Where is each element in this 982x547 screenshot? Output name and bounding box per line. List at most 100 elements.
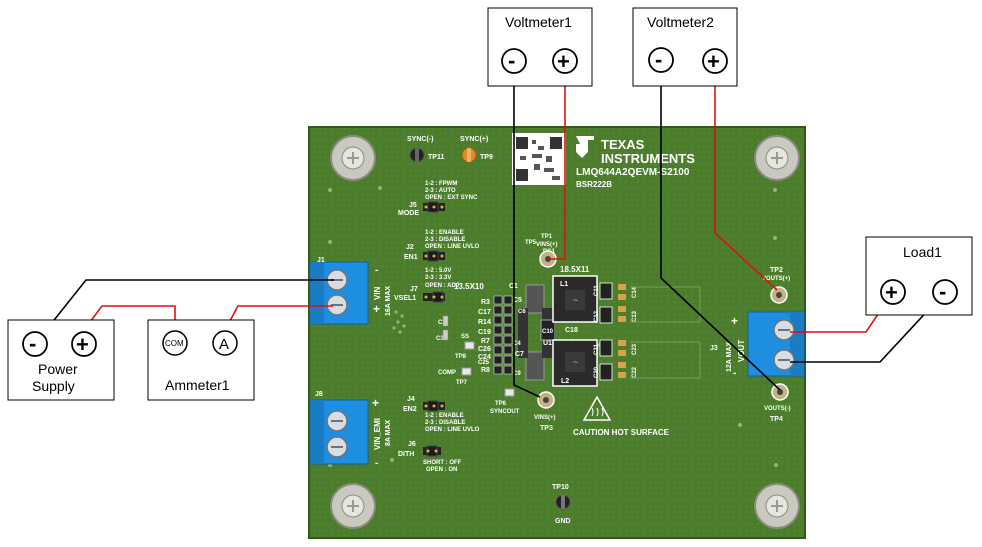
components-r8: R8	[481, 367, 490, 374]
inductor-l1: ~ L1	[552, 275, 598, 323]
output-plane-outline	[630, 286, 701, 379]
components-c11: C11	[594, 285, 600, 296]
jumper-j6[interactable]	[423, 445, 441, 457]
connectors-minus: -	[733, 368, 736, 379]
connectors-j3: J3	[710, 345, 718, 352]
mounting-hole-top-right	[754, 135, 800, 181]
instruments-plus: +	[76, 332, 89, 357]
instruments-plus: +	[707, 49, 720, 74]
mounting-hole-bottom-right	[754, 483, 800, 529]
j6-ref: J6	[408, 441, 416, 448]
passive-column: R3 C17 R14 C19 R7 C26 C24 C25 R8	[478, 295, 513, 375]
tp4-loop[interactable]	[771, 383, 789, 401]
tp1-loop[interactable]	[539, 250, 557, 268]
ammeter-a-terminal[interactable]	[212, 330, 238, 356]
components-l2: L2	[561, 378, 569, 385]
testpoints-tp10: TP10	[552, 484, 569, 491]
components-c20: C20	[594, 366, 600, 378]
label-c2: C2	[438, 320, 446, 326]
connectors-j1-max: 16A MAX	[385, 286, 392, 316]
connectors-j8: J8	[315, 391, 323, 398]
footprint-right: 18.5X11	[560, 265, 590, 274]
testpoints-tp7-sig: COMP	[438, 370, 456, 376]
load1[interactable]: Load1 + -	[865, 236, 973, 316]
components-c22: C22	[632, 366, 638, 378]
connectors-plus: +	[372, 396, 379, 410]
jumper-j5[interactable]	[423, 201, 445, 213]
vm2-plus-terminal[interactable]	[702, 48, 728, 74]
wire-vm1-pos	[550, 73, 566, 260]
ammeter1[interactable]: COM A Ammeter1	[147, 319, 255, 401]
j5-ref: J5	[409, 202, 417, 209]
brand-line2: INSTRUMENTS	[601, 151, 695, 166]
components-c23: C23	[632, 343, 638, 355]
components-c4: C4	[513, 341, 521, 347]
j2-opt2: 2-3 : DISABLE	[425, 237, 465, 243]
j4-opt2: 2-3 : DISABLE	[425, 420, 465, 426]
testpoints-tp3: TP3	[540, 425, 553, 432]
testpoints-tp6-sig: SYNCOUT	[490, 409, 520, 415]
j7-name: VSEL1	[394, 295, 416, 302]
tp8-pad[interactable]	[464, 341, 475, 350]
mounting-hole-top-left	[330, 135, 376, 181]
tp6-pad[interactable]	[504, 388, 515, 397]
components-c17: C17	[478, 309, 491, 316]
power-supply[interactable]: - + Power Supply	[7, 319, 115, 401]
terminal-j8[interactable]	[309, 399, 369, 465]
load-minus-terminal[interactable]	[932, 279, 958, 305]
connectors-j1-vin: VIN	[373, 286, 382, 300]
components-u1: U1	[543, 340, 552, 347]
pcb-board: TEXAS INSTRUMENTS LMQ644A2QEVM-S2100 BSR…	[308, 126, 806, 539]
tp7-pad[interactable]	[461, 367, 472, 376]
j5-name: MODE	[398, 210, 419, 217]
j7-ref: J7	[410, 286, 418, 293]
j6-name: DITH	[398, 451, 414, 458]
brand-line1: TEXAS	[601, 137, 645, 152]
hot-surface-text: CAUTION HOT SURFACE	[573, 428, 670, 437]
terminal-j1[interactable]	[309, 261, 369, 325]
ps-minus-terminal[interactable]	[22, 331, 48, 357]
voltmeter2[interactable]: Voltmeter2 - +	[632, 7, 738, 87]
voltmeter1[interactable]: Voltmeter1 - +	[487, 7, 593, 87]
tp2-loop[interactable]	[770, 286, 788, 304]
components-c18: C18	[565, 327, 578, 334]
components-c12: C12	[594, 310, 600, 322]
instruments-power-supply-line1: Power	[38, 361, 78, 377]
instruments-load1: Load1	[903, 244, 942, 260]
connectors-j3-max: 12A MAX	[726, 342, 733, 372]
jumper-j4[interactable]	[423, 400, 445, 412]
ti-logo-icon	[576, 136, 594, 158]
j5-opt2: 2-3 : AUTO	[425, 188, 456, 194]
vm1-minus-terminal[interactable]	[501, 48, 527, 74]
components-c9: C9	[513, 371, 521, 377]
ammeter-com-terminal[interactable]	[162, 330, 188, 356]
j7-opt1: 1-2 : 5.0V	[425, 268, 451, 274]
testpoints-tp1: TP1	[541, 234, 553, 240]
j2-ref: J2	[406, 244, 414, 251]
vias	[328, 186, 778, 467]
instruments-minus: -	[29, 331, 36, 356]
tp3-loop[interactable]	[537, 391, 555, 409]
j2-opt1: 1-2 : ENABLE	[425, 230, 464, 236]
connectors-plus: +	[731, 314, 738, 328]
ps-plus-terminal[interactable]	[71, 331, 97, 357]
connectors-j3-vout: VOUT	[737, 340, 746, 362]
jumper-j7[interactable]	[423, 291, 445, 303]
instruments-plus: +	[885, 280, 898, 305]
wire-vm2-pos	[714, 73, 778, 291]
load-plus-terminal[interactable]	[880, 279, 906, 305]
instruments-voltmeter1: Voltmeter1	[505, 14, 572, 30]
wire-vm1-neg	[513, 72, 541, 398]
footprint-left: 13.5X10	[454, 282, 484, 291]
terminal-j3[interactable]	[747, 311, 805, 377]
tp9-signal: SYNC(+)	[460, 136, 488, 143]
svg-text:~: ~	[573, 295, 578, 305]
j6-opt1: SHORT : OFF	[423, 460, 462, 466]
components-c5: C5	[513, 297, 522, 304]
vm2-minus-terminal[interactable]	[648, 47, 674, 73]
vm1-plus-terminal[interactable]	[552, 48, 578, 74]
jumper-j2[interactable]	[423, 250, 445, 262]
components-r14: R14	[478, 319, 491, 326]
j4-opt3: OPEN : LINE UVLO	[425, 427, 480, 433]
